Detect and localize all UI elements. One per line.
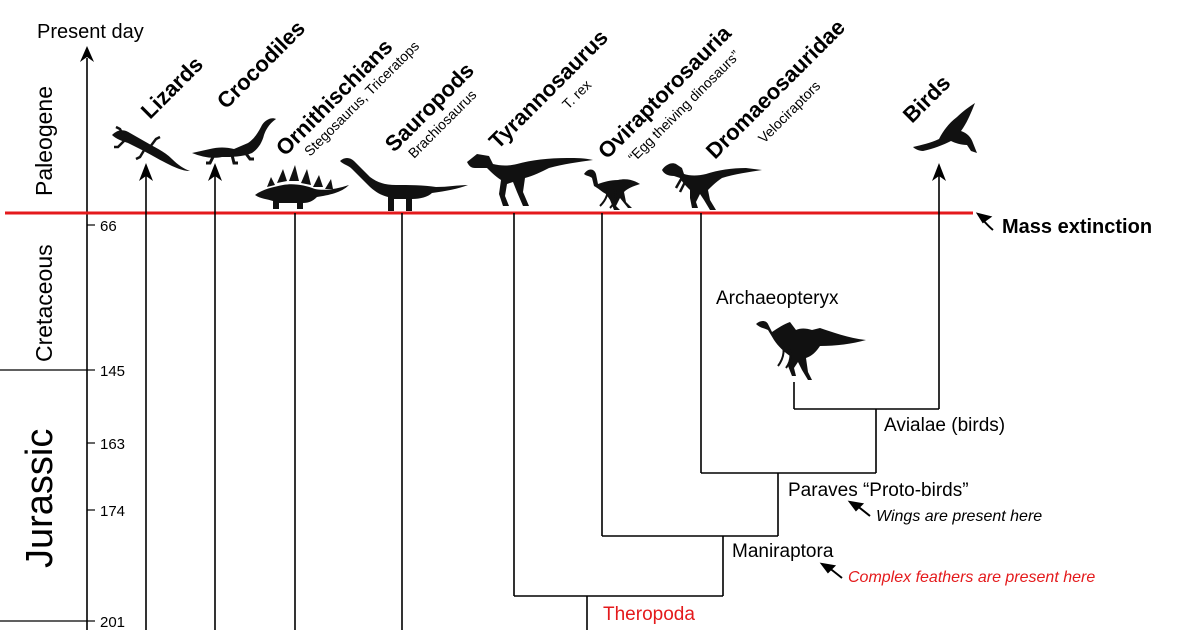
taxon-lizards: Lizards (136, 51, 208, 123)
clade-label-maniraptora: Maniraptora (732, 541, 834, 562)
trex-icon (467, 154, 593, 206)
lineage-lines (145, 175, 940, 630)
node-theropoda (513, 213, 724, 597)
tick-label-201: 201 (100, 614, 125, 630)
node-maniraptora (601, 213, 779, 537)
tick-label-163: 163 (100, 436, 125, 453)
sauropod-icon (340, 158, 468, 211)
clade-label-theropoda: Theropoda (603, 604, 695, 625)
taxon-label: Birds (898, 70, 955, 127)
node-avialae (793, 175, 940, 410)
clade-label-paraves: Paraves “Proto-birds” (788, 480, 969, 501)
oviraptor-icon (584, 169, 640, 210)
time-axis-arrowhead (80, 46, 94, 62)
present-day-label: Present day (37, 21, 144, 43)
lizards-arrowhead (139, 163, 153, 181)
velociraptor-icon (662, 163, 762, 210)
taxon-label: Crocodiles (212, 15, 310, 113)
note-feathers: Complex feathers are present here (848, 569, 1095, 586)
note-wings: Wings are present here (876, 508, 1042, 525)
period-label-jurassic: Jurassic (19, 429, 61, 568)
taxon-tyrannosaurus: Tyrannosaurus T. rex (484, 25, 613, 154)
taxon-crocodiles: Crocodiles (212, 15, 310, 113)
taxon-label: Tyrannosaurus (484, 25, 613, 154)
mass-extinction-label: Mass extinction (1002, 216, 1152, 238)
birds-arrowhead (932, 163, 946, 181)
clade-label-avialae: Avialae (birds) (884, 415, 1005, 436)
tick-label-145: 145 (100, 363, 125, 380)
lizard-icon (112, 125, 190, 171)
crocodiles-arrowhead (208, 163, 222, 181)
fossil-label-archaeopteryx: Archaeopteryx (716, 288, 839, 309)
stegosaurus-icon (255, 165, 349, 209)
mass-extinction-pointer-icon (975, 212, 994, 231)
crocodile-icon (192, 118, 276, 165)
archaeopteryx-icon (756, 321, 866, 380)
taxon-label: Lizards (136, 51, 208, 123)
node-paraves (700, 213, 877, 474)
period-label-paleogene: Paleogene (31, 86, 57, 196)
period-label-cretaceous: Cretaceous (31, 244, 57, 362)
tick-label-174: 174 (100, 503, 125, 520)
tick-label-66: 66 (100, 218, 117, 235)
wings-pointer-icon (847, 500, 871, 517)
bird-icon (913, 103, 977, 153)
taxon-birds: Birds (898, 70, 955, 127)
feathers-pointer-icon (819, 562, 843, 579)
